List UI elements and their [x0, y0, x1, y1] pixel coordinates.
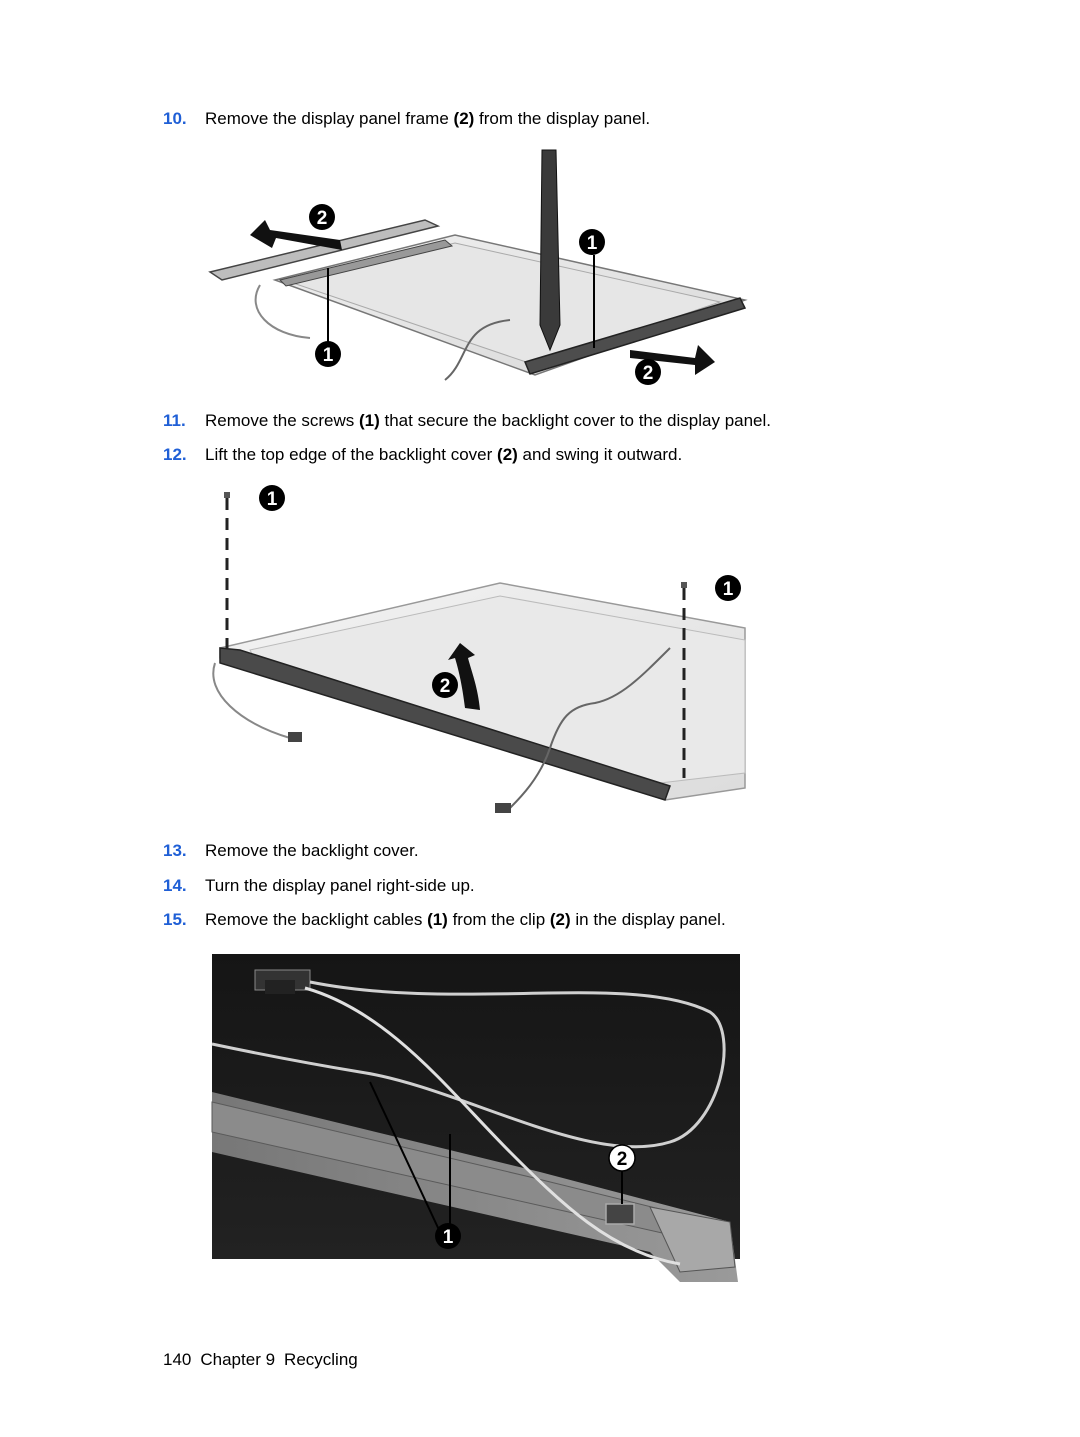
- callout-ref: (2): [453, 109, 475, 128]
- callout-2-marker: [432, 672, 458, 698]
- callout-ref: (2): [497, 445, 518, 464]
- page-number: 140: [163, 1350, 192, 1369]
- step-13: 13. Remove the backlight cover.: [163, 841, 419, 861]
- callout-label: 1: [323, 345, 334, 366]
- step-text: that secure the backlight cover to the d…: [379, 411, 772, 430]
- step-number: 13.: [163, 841, 187, 860]
- step-number: 15.: [163, 910, 187, 929]
- callout-label: 2: [317, 208, 328, 229]
- callout-label: 2: [440, 676, 451, 697]
- callout-ref: (1): [427, 910, 448, 929]
- page-footer: 140 Chapter 9 Recycling: [163, 1350, 367, 1370]
- callout-label: 1: [723, 579, 734, 600]
- callout-1-marker: [579, 229, 605, 255]
- step-number: 14.: [163, 876, 187, 895]
- step-10: 10. Remove the display panel frame (2) fr…: [163, 109, 650, 129]
- callout-label: 1: [443, 1227, 454, 1248]
- step-number: 10.: [163, 109, 187, 128]
- step-number: 12.: [163, 445, 187, 464]
- chapter-label: Chapter 9: [200, 1350, 276, 1369]
- step-text: Remove the backlight cables: [205, 910, 428, 929]
- step-text: Turn the display panel right-side up.: [205, 876, 475, 895]
- step-15: 15. Remove the backlight cables (1) from …: [163, 910, 726, 930]
- callout-2-marker: [309, 204, 335, 230]
- figure-backlight-cables: 2 1: [210, 952, 745, 1282]
- step-text: Lift the top edge of the backlight cover: [205, 445, 498, 464]
- figure-display-panel-frame: 2 1 1 2: [208, 149, 748, 385]
- step-14: 14. Turn the display panel right-side up.: [163, 876, 475, 896]
- callout-ref: (2): [549, 910, 571, 929]
- callout-2-marker: [608, 1144, 636, 1172]
- callout-ref: (1): [359, 411, 380, 430]
- callout-1-marker: [315, 341, 341, 367]
- step-11: 11. Remove the screws (1) that secure the…: [163, 411, 771, 431]
- step-12: 12. Lift the top edge of the backlight co…: [163, 445, 682, 465]
- figure-backlight-cover: 1 1 2: [212, 485, 746, 813]
- step-text: from the clip: [447, 910, 550, 929]
- step-text: and swing it outward.: [517, 445, 683, 464]
- callout-1-marker: [259, 485, 285, 511]
- callout-1-marker: [435, 1223, 461, 1249]
- chapter-title: Recycling: [284, 1350, 358, 1369]
- callout-label: 1: [587, 233, 598, 254]
- step-text: Remove the screws: [205, 411, 359, 430]
- callout-label: 2: [617, 1149, 628, 1170]
- callout-1-marker: [715, 575, 741, 601]
- callout-label: 2: [643, 363, 654, 384]
- callout-2-marker: [635, 359, 661, 385]
- step-text: from the display panel.: [474, 109, 651, 128]
- step-text: in the display panel.: [570, 910, 726, 929]
- step-text: Remove the display panel frame: [205, 109, 454, 128]
- step-number: 11.: [163, 411, 186, 430]
- step-text: Remove the backlight cover.: [205, 841, 419, 860]
- callout-label: 1: [267, 489, 278, 510]
